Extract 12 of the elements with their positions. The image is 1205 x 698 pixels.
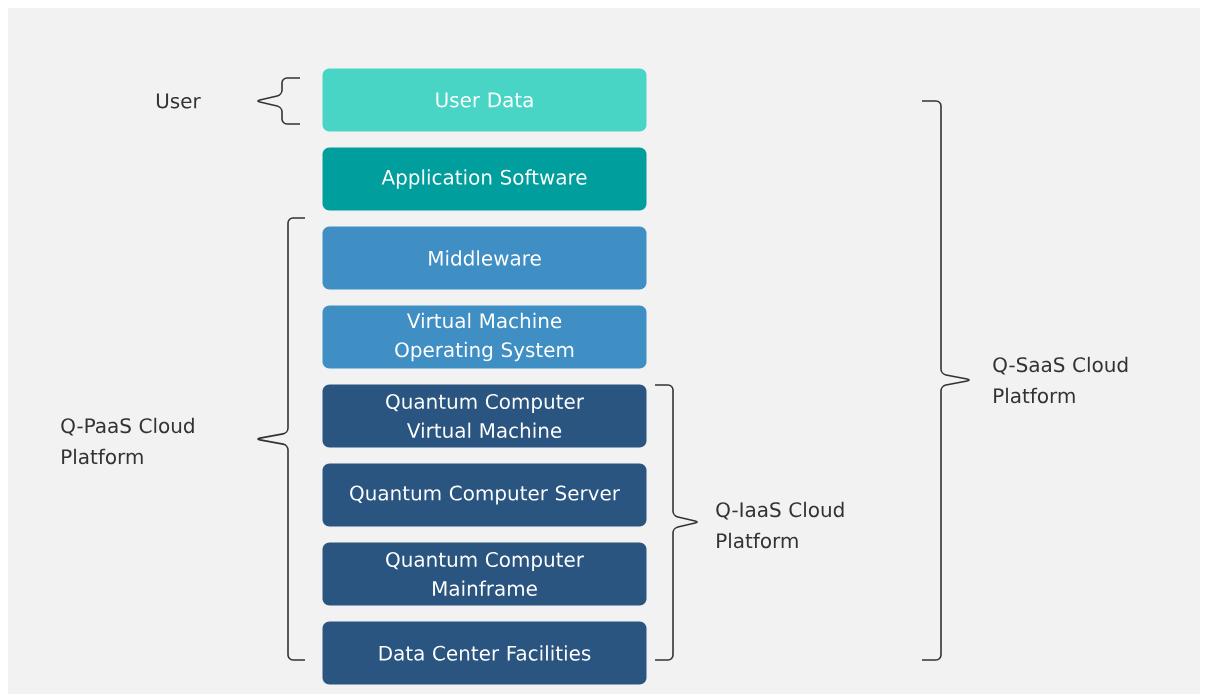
bracket-label: Q-SaaS Cloud Platform	[993, 356, 1128, 404]
layer-box: Quantum Computer Mainframe	[322, 542, 647, 606]
layer-box: Data Center Facilities	[322, 621, 647, 685]
bracket-label: User	[156, 93, 201, 109]
layer-box: Middleware	[322, 226, 647, 290]
layer-box: Quantum Computer Virtual Machine	[322, 384, 647, 448]
layer-box: User Data	[322, 68, 647, 132]
bracket-label: Q-IaaS Cloud Platform	[716, 501, 844, 549]
bracket-label: Q-PaaS Cloud Platform	[61, 417, 194, 465]
layer-box: Virtual Machine Operating System	[322, 305, 647, 369]
layer-box: Application Software	[322, 147, 647, 211]
layer-box: Quantum Computer Server	[322, 463, 647, 527]
